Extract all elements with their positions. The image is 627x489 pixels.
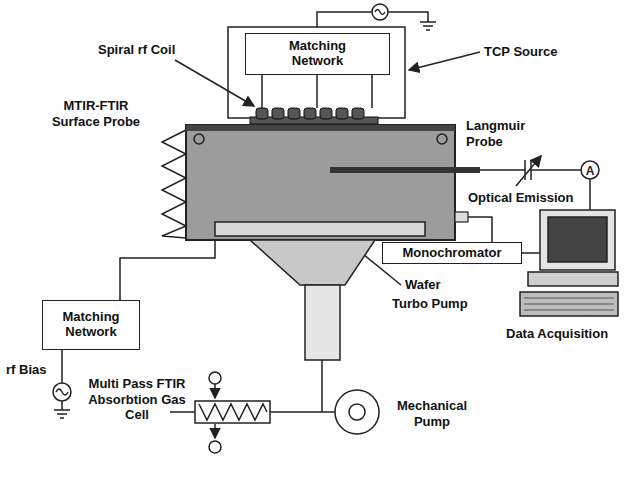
matching-network-box: Matching Network [42, 300, 140, 350]
box-text: Monochromator [403, 246, 502, 261]
wafer-label: Wafer [405, 277, 441, 293]
probe-label: Langmuir Probe [466, 118, 546, 149]
gas-cell-label: Multi Pass FTIR Absorbtion Gas Cell [86, 376, 188, 423]
box-text: Matching Network [49, 310, 133, 340]
pump-label: Turbo Pump [392, 296, 468, 312]
emission-label: Optical Emission [468, 190, 573, 206]
box-text: Matching Network [276, 39, 360, 69]
probe-label: MTIR-FTIR Surface Probe [40, 98, 152, 129]
matching-network-box: Matching Network [245, 33, 390, 75]
bias-label: rf Bias [6, 362, 46, 378]
monochromator-box: Monochromator [382, 242, 522, 264]
pump-label: Mechanical Pump [390, 398, 474, 429]
acquisition-label: Data Acquisition [506, 326, 608, 342]
coil-label: Spiral rf Coil [98, 42, 175, 58]
svg-text:A: A [586, 164, 595, 178]
source-label: TCP Source [484, 44, 557, 60]
